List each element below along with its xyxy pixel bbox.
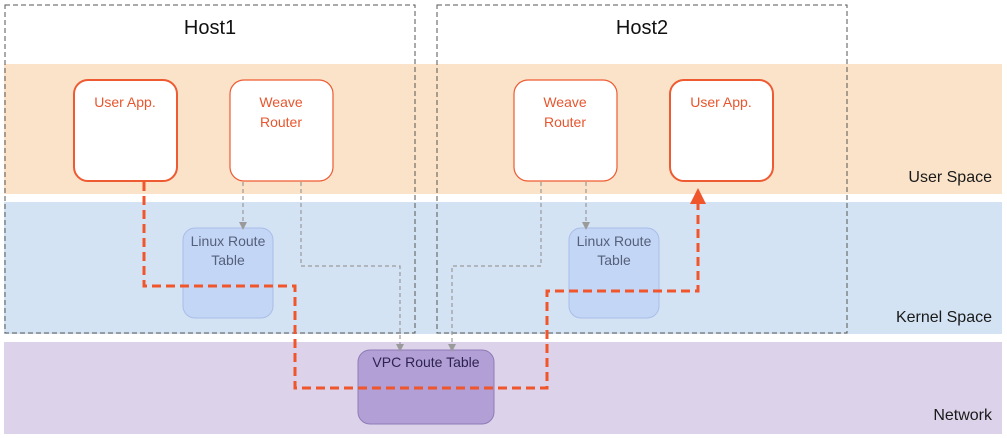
host1-boundary bbox=[4, 4, 416, 334]
host2-route-table-label-line1: Linux Route bbox=[577, 233, 652, 249]
host1-weave-to-vpc-arrow bbox=[300, 182, 404, 352]
host1-route-table-label-line1: Linux Route bbox=[191, 233, 266, 249]
host2-route-table-label-line2: Table bbox=[597, 252, 631, 268]
host2-weave-router-label-line1: Weave bbox=[543, 94, 587, 110]
kernel-space-label: Kernel Space bbox=[896, 309, 992, 326]
host1-user-app-box bbox=[73, 79, 178, 182]
host2-linux-route-table bbox=[568, 227, 660, 319]
host2-user-app-label: User App. bbox=[690, 94, 751, 110]
host1-weave-router-box bbox=[229, 79, 334, 182]
vpc-route-table-label: VPC Route Table bbox=[372, 354, 479, 370]
host1-weave-router-label-line2: Router bbox=[260, 114, 302, 130]
host2-title: Host2 bbox=[616, 17, 668, 39]
host1-weave-router-label-line1: Weave bbox=[259, 94, 303, 110]
data-path-arrow bbox=[142, 182, 706, 390]
host2-user-app-box bbox=[669, 79, 774, 182]
host1-route-table-label-line2: Table bbox=[211, 252, 245, 268]
user-space-label: User Space bbox=[908, 169, 992, 186]
host2-boundary bbox=[436, 4, 848, 334]
host1-linux-route-table bbox=[182, 227, 274, 319]
kernel-space-band bbox=[4, 202, 1002, 334]
host2-weave-router-box bbox=[513, 79, 618, 182]
host1-title: Host1 bbox=[184, 17, 236, 39]
host1-user-app-label: User App. bbox=[94, 94, 155, 110]
host2-weave-router-label-line2: Router bbox=[544, 114, 586, 130]
host2-weave-to-vpc-arrow bbox=[448, 182, 542, 352]
network-label: Network bbox=[933, 407, 993, 424]
